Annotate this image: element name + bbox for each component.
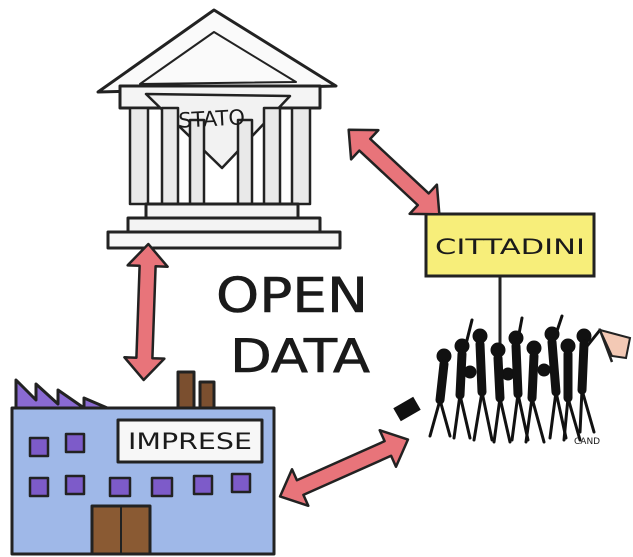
crowd-icon (393, 314, 602, 444)
arrow-businesses-citizens (278, 428, 410, 508)
factory-icon (10, 370, 276, 556)
state-label: STATO (178, 105, 246, 132)
flag-icon (598, 328, 632, 363)
temple-icon (96, 8, 342, 250)
open-text: OPEN (216, 268, 368, 324)
arrow-state-businesses (123, 242, 169, 382)
citizens-sign (424, 212, 596, 372)
citizens-label: CITTADINI (435, 235, 585, 259)
businesses-label: IMPRESE (128, 430, 252, 455)
arrow-state-citizens (347, 128, 441, 216)
signature: CAND (574, 437, 600, 447)
data-text: DATA (230, 329, 371, 383)
